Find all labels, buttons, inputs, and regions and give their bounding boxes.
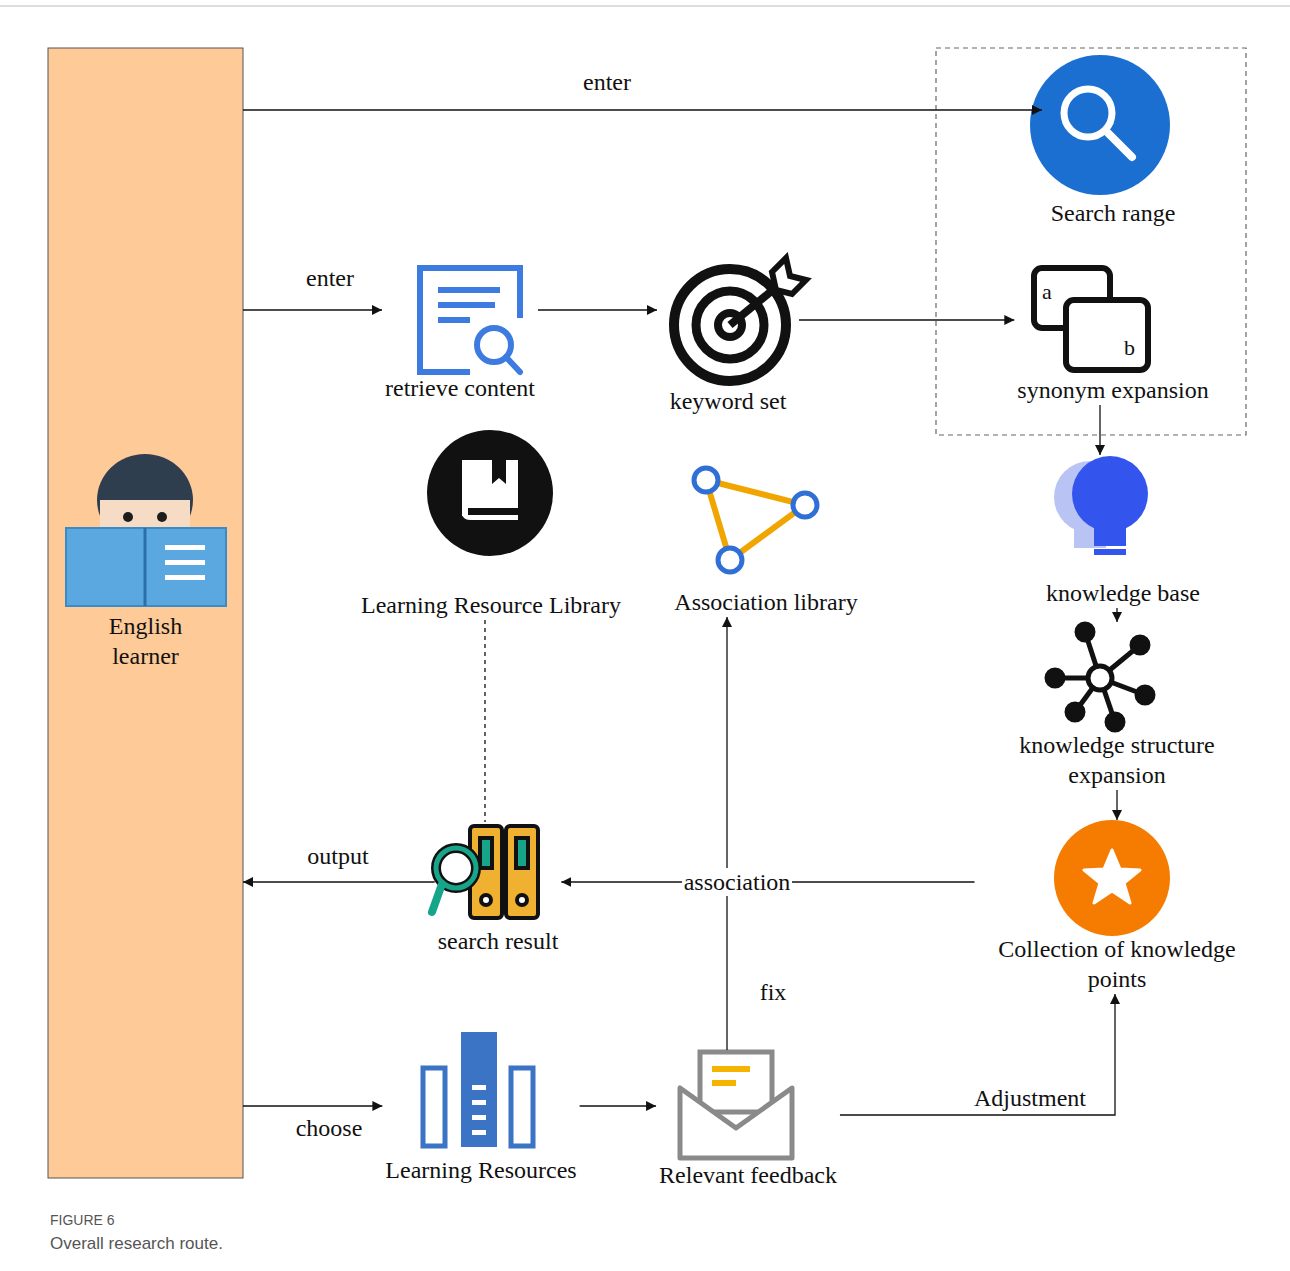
connector (538, 309, 657, 310)
library-icon (427, 430, 553, 556)
node-label: Learning Resource Library (361, 590, 621, 620)
connector (484, 620, 485, 822)
connector (1099, 405, 1100, 455)
connector (799, 319, 1014, 320)
icon-node: Learning Resources (382, 1030, 579, 1185)
figure-number: FIGURE 6 (50, 1206, 115, 1234)
network-icon (1047, 624, 1153, 730)
node-label: Association library (674, 587, 857, 617)
icon-node: knowledge structure expansion (997, 622, 1237, 790)
target-icon (674, 258, 806, 381)
connector (243, 309, 382, 310)
node-label: keyword set (660, 386, 796, 416)
icon-letter: b (1124, 334, 1135, 362)
learner-band: English learner (48, 48, 243, 1178)
node-label: English learner (86, 611, 206, 671)
connector (726, 617, 727, 1050)
connector (1116, 608, 1117, 622)
synonym-icon (1034, 268, 1148, 370)
node-label: search result (438, 926, 559, 956)
node-label: Relevant feedback (659, 1160, 837, 1190)
icon-node: knowledge base (1043, 455, 1203, 608)
node-label: Learning Resources (385, 1155, 576, 1185)
dashed-group (936, 48, 1246, 435)
connector (580, 1105, 656, 1106)
icon-node: keyword set (657, 262, 799, 416)
edge-label: Adjustment (972, 1084, 1088, 1112)
connector (243, 1105, 382, 1106)
icon-node: Learning Resource Library (358, 430, 624, 620)
edge-label: enter (304, 264, 356, 292)
node-label: knowledge structure expansion (997, 730, 1237, 790)
star-icon (1054, 820, 1170, 936)
icon-letter: a (1042, 278, 1052, 306)
icon-node: search result (435, 822, 562, 956)
bulb-icon (1054, 456, 1148, 555)
envelope-icon (680, 1052, 792, 1158)
search-icon (1030, 55, 1170, 195)
node-label: Collection of knowledge points (975, 934, 1260, 994)
node-label: knowledge base (1046, 578, 1200, 608)
connector (243, 881, 435, 882)
icon-node: retrieve content (382, 265, 538, 403)
edge-label: enter (581, 68, 633, 96)
edge-label: fix (758, 978, 789, 1006)
node-label: Search range (1045, 198, 1181, 228)
edge-label: association (682, 868, 793, 896)
document-icon (420, 268, 520, 372)
icon-node: Search range (1042, 55, 1184, 228)
connector (1116, 790, 1117, 820)
graph-icon (694, 468, 817, 572)
reader-figure (66, 454, 226, 606)
edge-label: choose (294, 1114, 365, 1142)
connector (840, 994, 1115, 1115)
binder-icon (432, 826, 538, 918)
icon-node: Collection of knowledge points (975, 820, 1260, 994)
learner-band (48, 48, 243, 1178)
icon-node: Relevant feedback (656, 1050, 840, 1190)
bars-icon (423, 1032, 533, 1147)
figure-caption: Overall research route. (50, 1230, 223, 1258)
icon-node: Association library (671, 465, 860, 617)
edge-label: output (305, 842, 370, 870)
node-label: synonym expansion (1017, 375, 1208, 405)
node-label: retrieve content (385, 373, 535, 403)
top-rule (0, 6, 1290, 7)
connector (243, 109, 1042, 110)
